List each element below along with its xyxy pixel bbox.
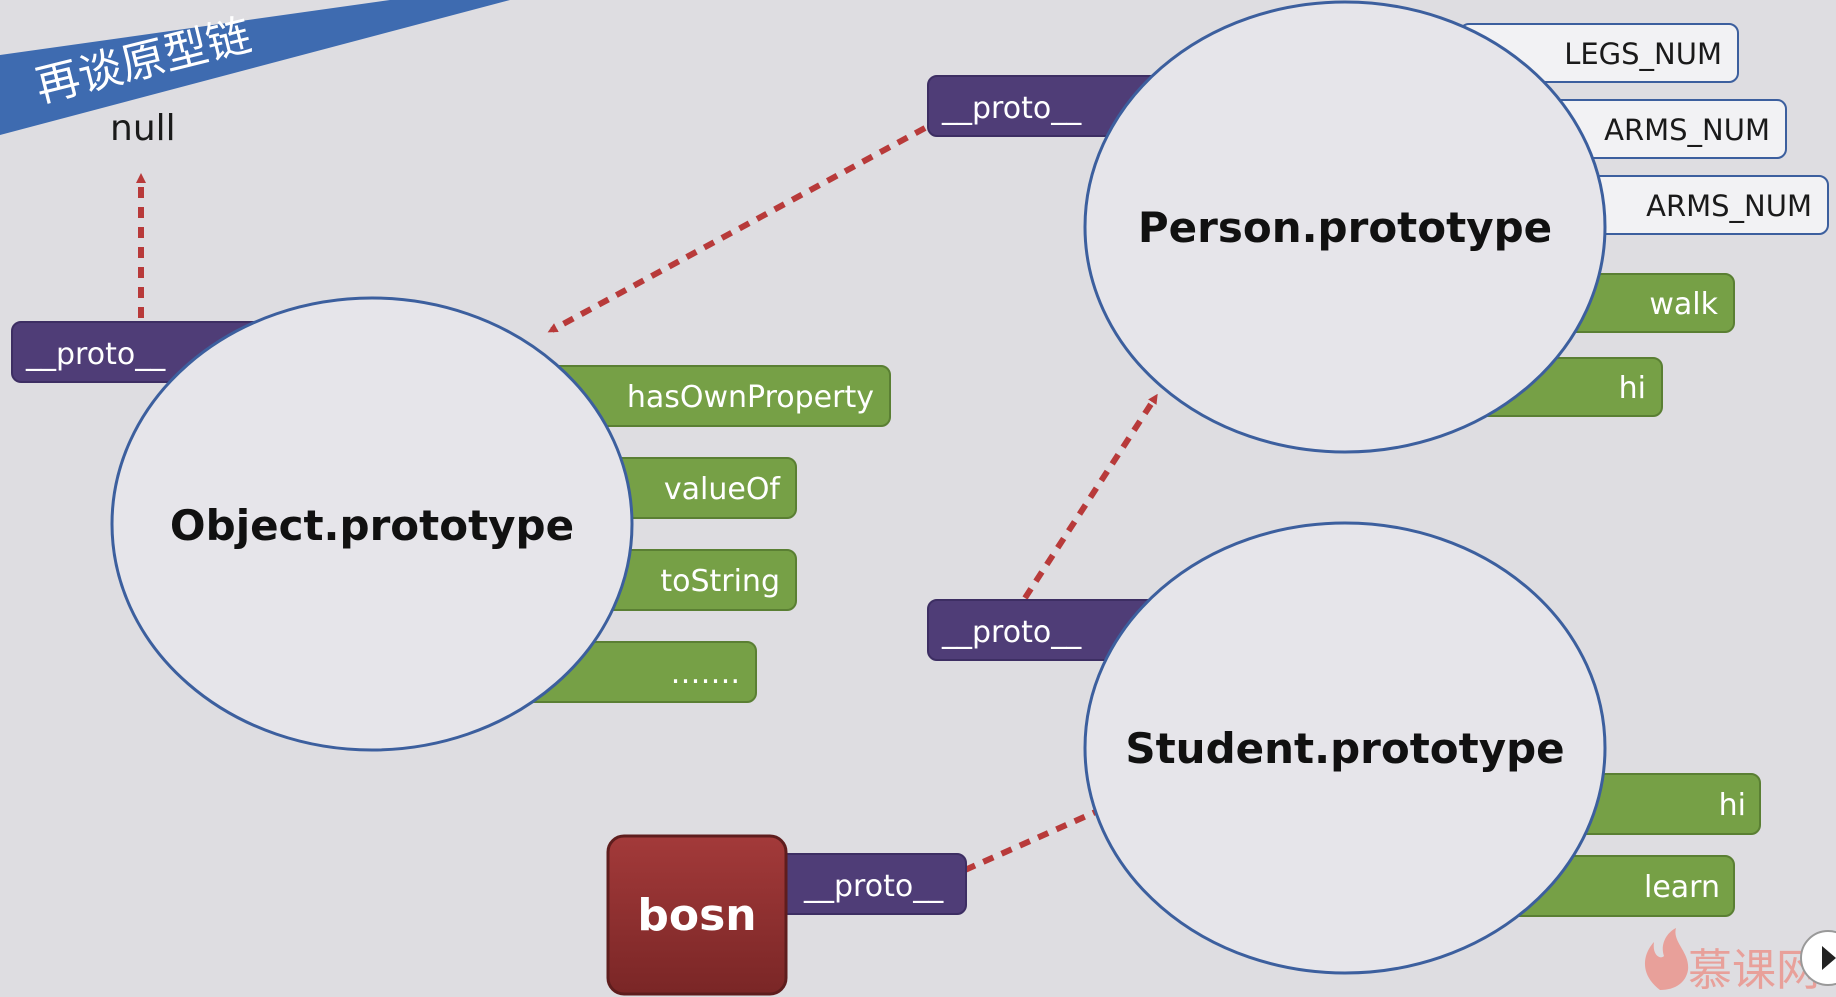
person-prototype-group: __proto__ LEGS_NUM ARMS_NUM ARMS_NUM wal… xyxy=(927,0,1829,454)
person-prototype-circle xyxy=(1083,0,1607,454)
object-prop-label: toString xyxy=(660,564,780,599)
person-proto-label: __proto__ xyxy=(941,91,1082,126)
object-proto-label: __proto__ xyxy=(25,337,166,372)
student-method-label: hi xyxy=(1719,788,1746,823)
student-proto-label: __proto__ xyxy=(941,615,1082,650)
object-prop-label: hasOwnProperty xyxy=(627,380,874,415)
person-prototype-title: Person.prototype xyxy=(1138,203,1552,252)
student-prototype-title: Student.prototype xyxy=(1125,724,1564,773)
person-constant-label: ARMS_NUM xyxy=(1604,113,1770,147)
object-prop-label: ……. xyxy=(670,656,740,691)
object-prop-label: valueOf xyxy=(664,472,782,507)
watermark-logo: 慕课网 xyxy=(1644,928,1820,996)
instance-group: __proto__ bosn xyxy=(606,834,967,996)
person-method-label: walk xyxy=(1649,287,1718,322)
play-button-circle[interactable] xyxy=(1800,930,1836,986)
null-label: null xyxy=(110,108,176,149)
logo-text: 慕课网 xyxy=(1688,945,1820,996)
object-prototype-title: Object.prototype xyxy=(170,501,574,550)
person-method-label: hi xyxy=(1619,371,1646,406)
instance-box xyxy=(606,834,788,996)
student-prototype-group: __proto__ hi learn Student.prototype xyxy=(927,521,1761,975)
arrow-student-to-person xyxy=(1022,393,1158,600)
person-constant-label: LEGS_NUM xyxy=(1564,37,1722,71)
arrow-bosn-to-student xyxy=(963,807,1105,873)
object-prototype-circle xyxy=(110,296,634,752)
student-prototype-circle xyxy=(1083,521,1607,975)
person-constant-label: ARMS_NUM xyxy=(1646,189,1812,223)
instance-proto-label: __proto__ xyxy=(803,869,944,904)
flame-icon xyxy=(1644,928,1689,990)
arrow-person-to-object xyxy=(547,125,927,333)
object-prototype-group: __proto__ hasOwnProperty valueOf toStrin… xyxy=(11,296,891,752)
play-icon xyxy=(1822,946,1836,970)
student-method-label: learn xyxy=(1644,870,1720,905)
title-ribbon: 再谈原型链 xyxy=(0,0,510,135)
proto-arrows xyxy=(136,125,1158,873)
play-button[interactable] xyxy=(1800,930,1836,986)
instance-name: bosn xyxy=(637,890,756,941)
slide-title: 再谈原型链 xyxy=(30,10,256,113)
